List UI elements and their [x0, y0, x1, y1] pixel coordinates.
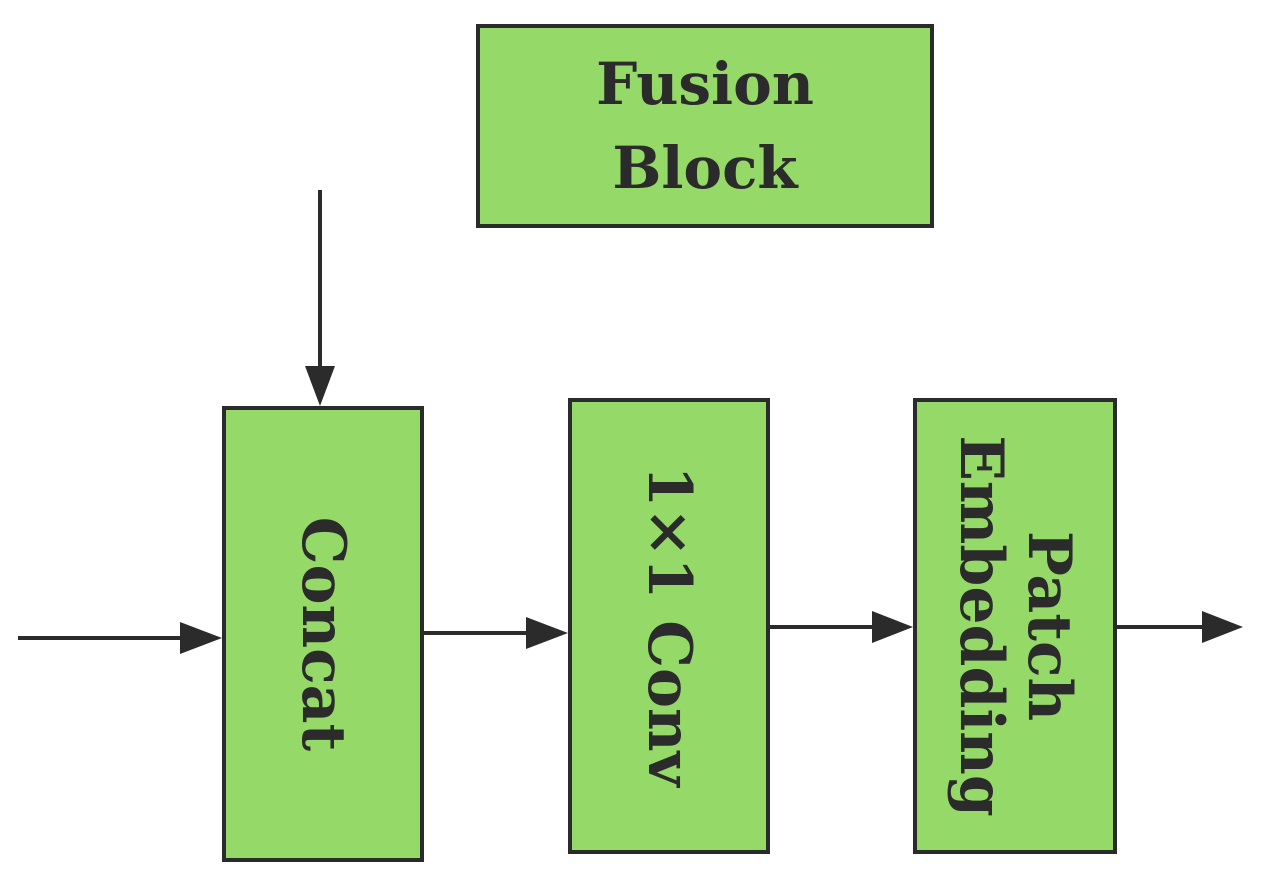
input-arrow-left-head: [180, 622, 222, 654]
title-line-1: Fusion: [596, 50, 814, 118]
title-line-2: Block: [612, 134, 798, 202]
fusion-block-title: Fusion Block: [476, 24, 934, 228]
input-arrow-top-head: [305, 366, 335, 406]
concat-to-conv-head: [526, 617, 568, 649]
concat-block: Concat: [222, 406, 424, 862]
output-arrow-head: [1202, 611, 1243, 643]
conv-to-patch-head: [872, 611, 913, 643]
patch-embedding-block: Patch Embedding: [913, 398, 1117, 854]
conv-block: 1×1 Conv: [568, 398, 770, 854]
